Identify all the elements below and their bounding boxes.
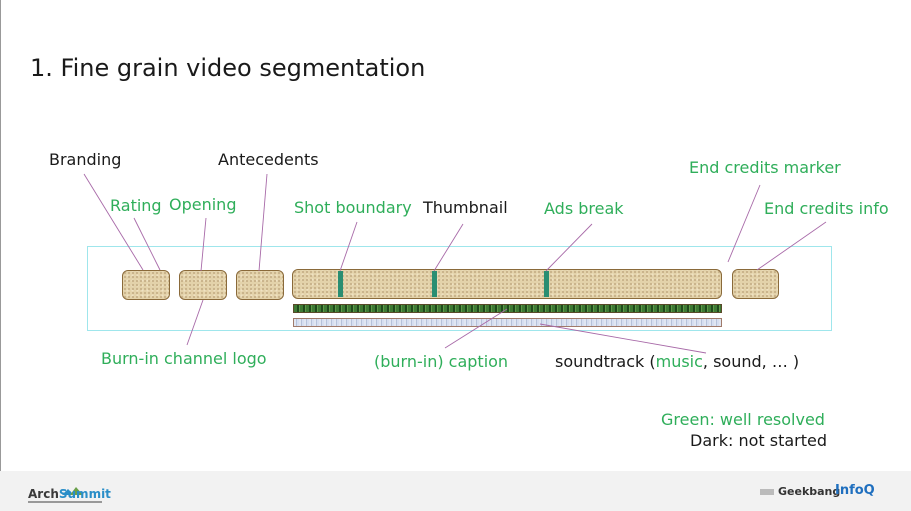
- line-shot-boundary: [339, 221, 358, 272]
- line-burn-in-logo: [186, 299, 204, 346]
- label-ads-break: Ads break: [544, 199, 624, 218]
- segment-branding-rating: [122, 270, 170, 300]
- marker-ads-break: [544, 271, 549, 297]
- label-rating: Rating: [110, 196, 162, 215]
- label-end-credits-info: End credits info: [764, 199, 889, 218]
- slide-left-border: [0, 0, 1, 471]
- archsummit-subtitle-bar: [28, 501, 102, 503]
- soundtrack-track: [293, 318, 722, 327]
- sponsor-small-mark: [760, 489, 774, 495]
- infoq-logo: InfoQ: [835, 483, 875, 498]
- line-end-credits-info: [756, 221, 827, 271]
- label-shot-boundary: Shot boundary: [294, 198, 412, 217]
- partner-logos: Geekbang InfoQ: [760, 483, 880, 504]
- line-rating: [133, 217, 161, 271]
- label-branding: Branding: [49, 150, 122, 169]
- segment-end-credits: [732, 269, 779, 299]
- label-thumbnail: Thumbnail: [423, 198, 508, 217]
- archsummit-text-summit: Summit: [58, 487, 111, 501]
- soundtrack-suffix: , sound, … ): [702, 352, 800, 371]
- segment-opening: [179, 270, 227, 300]
- line-ads-break: [545, 223, 593, 272]
- soundtrack-music: music: [655, 352, 703, 371]
- line-soundtrack: [539, 323, 707, 354]
- slide-title: 1. Fine grain video segmentation: [30, 54, 426, 82]
- label-end-credits-marker: End credits marker: [689, 158, 841, 177]
- geekbang-logo: Geekbang: [778, 485, 841, 498]
- line-end-credits-marker: [727, 184, 761, 263]
- archsummit-logo: ArchSummit: [28, 483, 111, 505]
- line-branding: [83, 173, 144, 271]
- legend-green: Green: well resolved: [661, 410, 825, 429]
- label-burn-in-channel-logo: Burn-in channel logo: [101, 349, 267, 368]
- label-soundtrack: soundtrack (music, sound, … ): [555, 352, 799, 371]
- marker-thumbnail: [432, 271, 437, 297]
- line-opening: [200, 217, 207, 272]
- timeline-frame: [87, 246, 832, 331]
- label-antecedents: Antecedents: [218, 150, 319, 169]
- line-antecedents: [258, 173, 268, 272]
- archsummit-text-arch: Arch: [28, 487, 59, 501]
- line-thumbnail: [433, 223, 464, 272]
- line-caption: [444, 308, 508, 349]
- soundtrack-prefix: soundtrack (: [555, 352, 656, 371]
- caption-track: [293, 304, 722, 313]
- marker-shot-boundary: [338, 271, 343, 297]
- archsummit-text: ArchSummit: [28, 487, 111, 501]
- segment-main-content: [292, 269, 722, 299]
- legend-dark: Dark: not started: [690, 431, 827, 450]
- label-caption: (burn-in) caption: [374, 352, 509, 371]
- mountain-icon: [62, 487, 83, 495]
- slide-footer: [0, 471, 911, 511]
- label-opening: Opening: [169, 195, 237, 214]
- segment-antecedents: [236, 270, 284, 300]
